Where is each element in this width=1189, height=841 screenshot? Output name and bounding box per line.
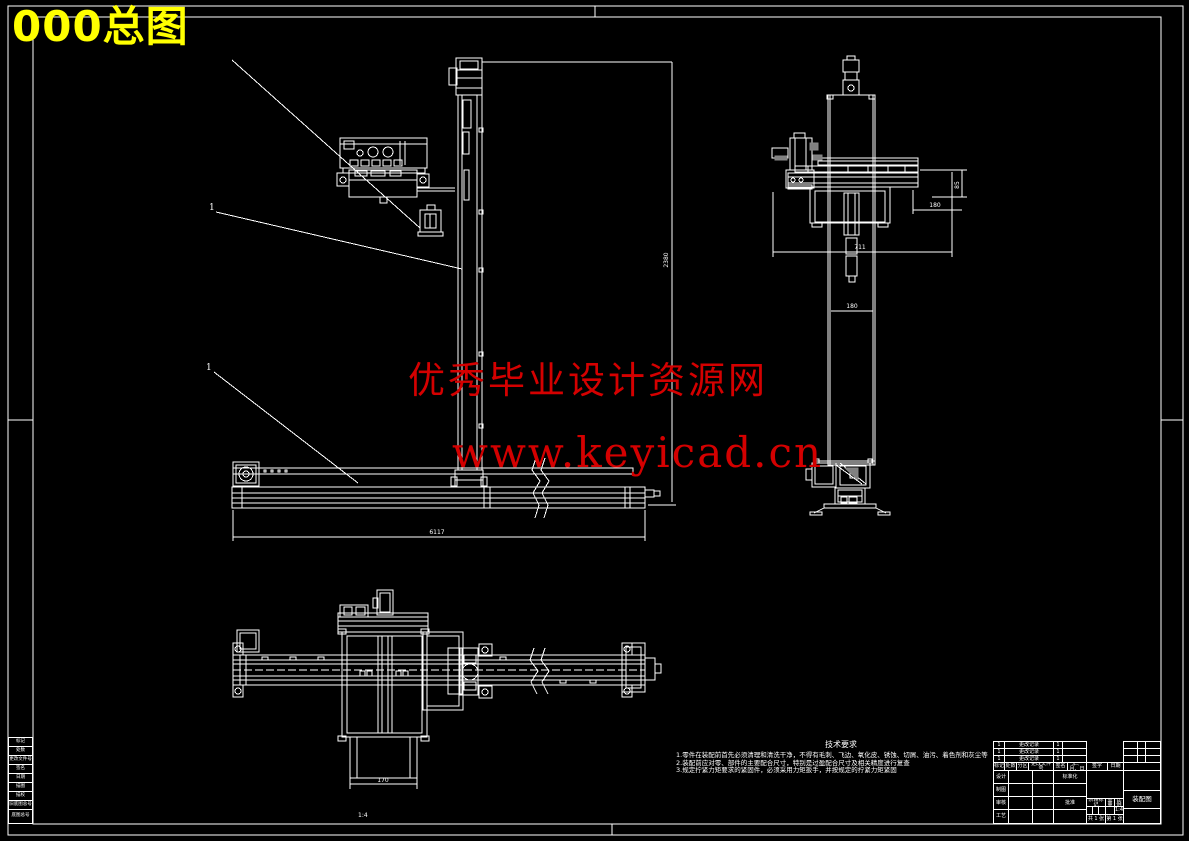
tb-cell: 批准 (1053, 796, 1087, 810)
tb-cell: 设计 (993, 770, 1009, 784)
tb-cell (1053, 809, 1087, 824)
top-view: 170 1:4 (232, 589, 662, 819)
margin-table: 标记 处数 更改文件号 签名 日期 描图 描校 旧底图总号 底图总号 (8, 737, 33, 824)
tb-cell: 第 1 张 (1105, 814, 1124, 824)
tb-cell (1008, 809, 1033, 824)
tb-drawing-name: 装配图 (1123, 790, 1161, 809)
tb-cell (1032, 809, 1054, 824)
watermark-line1: 优秀毕业设计资源网 (408, 359, 768, 402)
side-view-dimensions: 711 85 180 (772, 169, 967, 257)
dim-front-length: 6117 (429, 529, 444, 536)
tb-cell (1123, 808, 1161, 824)
tb-cell (1008, 783, 1033, 797)
dim-side-col: 180 (846, 303, 858, 310)
tb-cell (1053, 783, 1087, 797)
tb-cell: 标准化 (1053, 770, 1087, 784)
dim-side-h85: 85 (954, 181, 961, 189)
tb-cell (1008, 796, 1033, 810)
callout-1: 1 (209, 203, 215, 213)
tech-requirement-line: 1.零件在装配前首先必须清理和清洗干净，不得有毛刺、飞边、氧化皮、锈蚀、切屑、油… (676, 751, 988, 759)
tb-cell: 工艺 (993, 809, 1009, 824)
front-view (231, 57, 661, 519)
callout-2: 1 (206, 363, 212, 373)
tb-cell: 共 1 张 (1086, 814, 1106, 824)
margin-row: 底图总号 (8, 809, 33, 824)
tb-cell: 制图 (993, 783, 1009, 797)
dim-side-h180: 180 (929, 202, 941, 209)
title-block: 1 更改记录 1 1 更改记录 1 1 更改记录 1 标记 处数 分区 更改文件… (993, 741, 1161, 824)
front-view-dimensions: 2380 6117 1 1 (206, 59, 676, 541)
tech-requirements-title: 技术要求 (825, 740, 857, 749)
tb-cell (1008, 770, 1033, 784)
tech-requirement-line: 2.装配前应对零、部件的主要配合尺寸，特别是过盈配合尺寸及相关精度进行复查 (676, 758, 910, 767)
tb-cell (1032, 770, 1054, 784)
tech-requirements: 技术要求 1.零件在装配前首先必须清理和清洗干净，不得有毛刺、飞边、氧化皮、锈蚀… (676, 741, 1006, 774)
tb-cell (1086, 770, 1124, 799)
tb-cell: 审核 (993, 796, 1009, 810)
top-view-label: 1:4 (358, 812, 368, 819)
tech-requirement-line: 3.规定拧紧力矩要求的紧固件，必须采用力矩扳手，并按规定的拧紧力矩紧固 (676, 766, 897, 774)
dim-side-width: 711 (854, 244, 866, 251)
drawing-title: 000总图 (12, 2, 189, 51)
tb-cell (1032, 783, 1054, 797)
dim-top-width: 170 (377, 777, 389, 784)
tb-cell (1032, 796, 1054, 810)
dim-front-height: 2380 (663, 252, 670, 267)
watermark-line2: www.keyicad.cn (452, 428, 824, 477)
sheet-border (7, 5, 1184, 836)
side-view: 180 (771, 55, 919, 516)
tb-cell (1123, 770, 1161, 791)
